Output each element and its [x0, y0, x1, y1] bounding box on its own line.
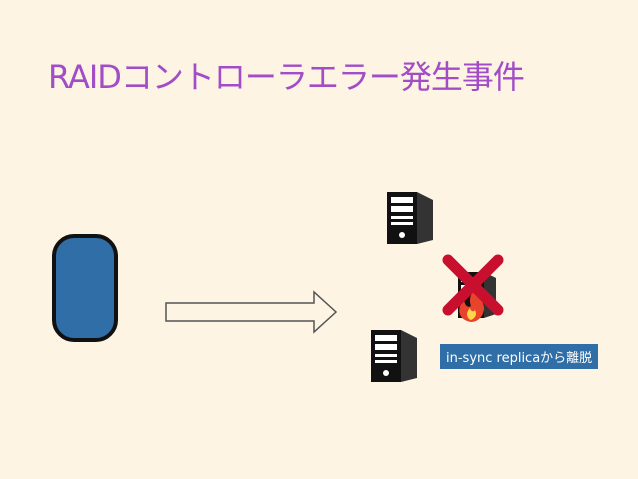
- server-icon: [387, 192, 433, 244]
- x-mark-icon: [442, 254, 504, 316]
- right-arrow-icon: [165, 290, 338, 334]
- disk-drum-icon: [52, 234, 118, 342]
- server-icon: [371, 330, 417, 382]
- replica-status-label: in-sync replicaから離脱: [440, 344, 599, 369]
- slide-title: RAIDコントローラエラー発生事件: [48, 58, 525, 96]
- failed-server: [442, 254, 504, 322]
